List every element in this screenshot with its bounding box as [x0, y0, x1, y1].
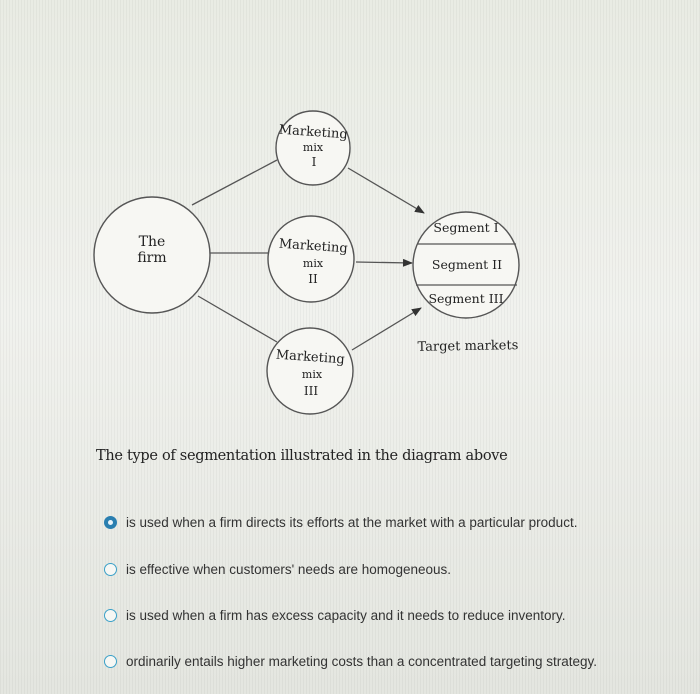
segment-3-label: Segment III: [428, 291, 503, 306]
question-text: The type of segmentation illustrated in …: [96, 448, 508, 464]
mix1-label-line1: Marketing: [278, 123, 348, 143]
radio-empty-icon[interactable]: [104, 563, 117, 576]
mix2-label-line3: II: [308, 272, 318, 286]
answer-option-4[interactable]: ordinarily entails higher marketing cost…: [104, 654, 597, 669]
firm-label-line1: The: [139, 234, 166, 250]
answer-option-3-label: is used when a firm has excess capacity …: [126, 608, 566, 623]
radio-empty-icon[interactable]: [104, 609, 117, 622]
answer-option-4-label: ordinarily entails higher marketing cost…: [126, 654, 598, 669]
answer-option-1-label: is used when a firm directs its efforts …: [126, 515, 578, 530]
radio-selected-icon[interactable]: [104, 516, 117, 529]
marketing-mix-3-circle: Marketing mix III: [266, 327, 354, 415]
marketing-mix-1-circle: Marketing mix I: [275, 110, 351, 186]
answer-option-2-label: is effective when customers' needs are h…: [126, 562, 452, 577]
connector-firm-mix3: [197, 295, 278, 343]
mix2-label-line1: Marketing: [278, 237, 348, 257]
segmentation-diagram: The firm Marketing mix I Marketing mix I…: [93, 110, 520, 415]
firm-label-line2: firm: [137, 250, 166, 266]
answer-option-3[interactable]: is used when a firm has excess capacity …: [104, 608, 565, 623]
mix3-label-line2: mix: [302, 368, 323, 381]
arrow-mix3-segments: [351, 307, 422, 351]
target-markets-label: Target markets: [417, 338, 518, 355]
segment-2-label: Segment II: [432, 257, 502, 272]
mix2-label-line2: mix: [303, 257, 324, 270]
marketing-mix-2-circle: Marketing mix II: [267, 215, 355, 303]
arrow-mix1-segments: [347, 167, 425, 214]
target-markets-circle: Segment I Segment II Segment III: [412, 211, 520, 319]
radio-empty-icon[interactable]: [104, 655, 117, 668]
firm-circle: The firm: [93, 196, 211, 314]
answer-option-1[interactable]: is used when a firm directs its efforts …: [104, 515, 577, 530]
mix3-label-line1: Marketing: [275, 348, 345, 368]
mix1-label-line2: mix: [303, 141, 324, 154]
segment-1-label: Segment I: [433, 220, 498, 235]
mix3-label-line3: III: [304, 384, 318, 398]
arrow-mix2-segments: [355, 258, 413, 267]
mix1-label-line3: I: [312, 155, 317, 169]
answer-option-2[interactable]: is effective when customers' needs are h…: [104, 562, 451, 577]
connector-firm-mix1: [191, 159, 278, 206]
